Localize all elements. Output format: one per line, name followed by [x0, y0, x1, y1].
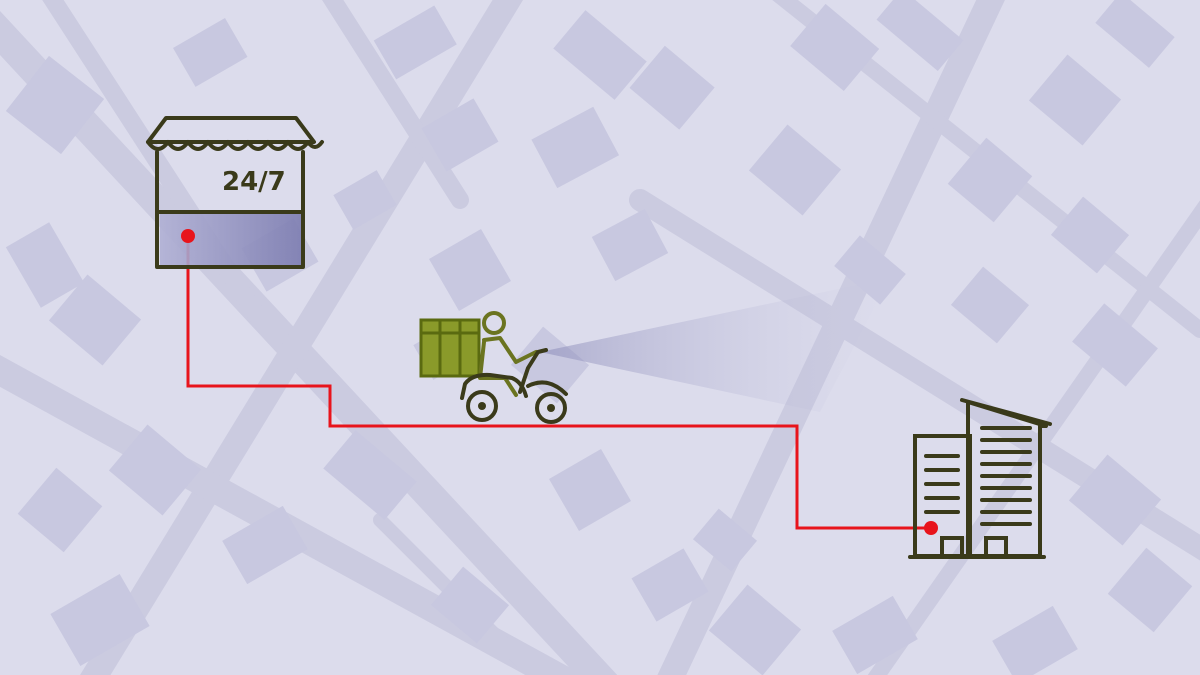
scooter-courier-icon[interactable] — [419, 311, 568, 424]
route-start-marker[interactable] — [181, 229, 195, 243]
parcel-box-icon — [419, 318, 481, 378]
headlight-beam — [540, 278, 890, 412]
delivery-route — [186, 236, 931, 530]
store-sign-text: 24/7 — [222, 167, 286, 197]
office-building-icon[interactable] — [908, 398, 1052, 559]
route-end-marker[interactable] — [924, 521, 938, 535]
city-blocks — [5, 0, 1193, 675]
